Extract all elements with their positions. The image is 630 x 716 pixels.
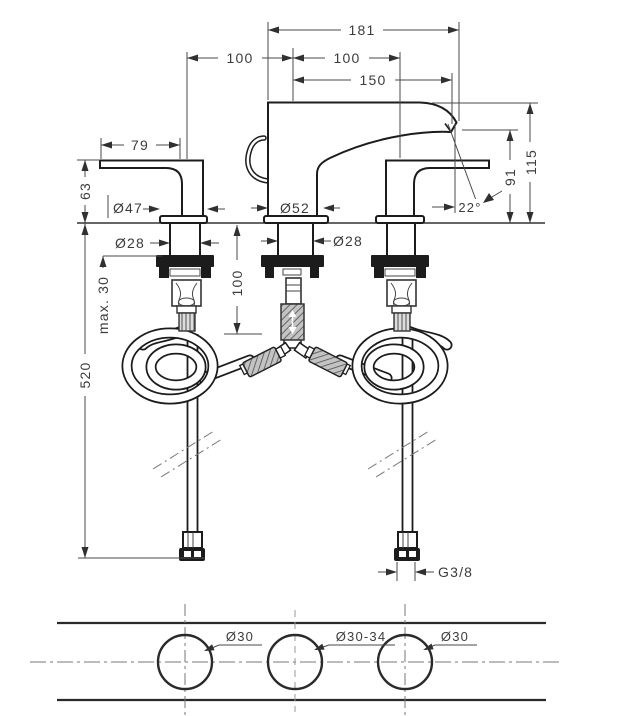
- right-escutcheon: [375, 215, 425, 224]
- left-shank: [169, 222, 201, 257]
- supply-pipes: [186, 334, 414, 532]
- dim-shank-left-diameter: Ø28: [115, 235, 145, 251]
- flexible-hoses: [121, 324, 453, 405]
- supply-connectors: [179, 531, 420, 561]
- pipe-break-marks: [152, 430, 438, 478]
- dim-spacing-right: 100: [334, 50, 361, 66]
- label-backgrounds: [77, 22, 539, 396]
- dim-spout-reach: 150: [360, 72, 387, 88]
- hole-center-diameter-label: Ø30-34: [336, 629, 387, 644]
- left-escutcheon: [159, 215, 208, 224]
- right-handle: [371, 159, 490, 332]
- dim-below-deck-height: 100: [229, 270, 245, 297]
- dim-max-deck-thickness: max. 30: [95, 276, 111, 334]
- dim-spacing-left: 100: [227, 50, 254, 66]
- right-shank: [386, 222, 416, 257]
- spout-escutcheon: [263, 215, 329, 224]
- dimension-labels: 181 100 100 150 79 63 520 max. 30 100 91…: [77, 22, 539, 580]
- spout-shank: [277, 222, 314, 257]
- hole-center: [266, 633, 324, 691]
- hole-left-diameter-label: Ø30: [226, 629, 254, 644]
- dim-overall-width: 181: [349, 22, 376, 38]
- tee-connector: [238, 337, 352, 378]
- dim-shank-center-diameter: Ø28: [333, 233, 363, 249]
- spout: [245, 101, 458, 341]
- hose-nut-right: [308, 346, 348, 378]
- dim-base-left-diameter: Ø47: [113, 200, 143, 216]
- dim-supply-thread: G3/8: [438, 564, 473, 580]
- hole-right-diameter-label: Ø30: [441, 629, 469, 644]
- dim-base-center-diameter: Ø52: [280, 200, 310, 216]
- dimension-arrows: [81, 26, 534, 576]
- left-handle: [99, 159, 214, 332]
- hole-left: [156, 633, 214, 691]
- dim-hose-length: 520: [77, 362, 93, 389]
- spray-angle-line: [447, 123, 481, 212]
- hole-layout-plan-view: Ø30 Ø30-34 Ø30: [30, 604, 560, 716]
- hose-nut-left: [242, 346, 282, 378]
- spout-body: [267, 101, 458, 217]
- hole-right: [376, 633, 434, 691]
- dim-total-height: 115: [523, 149, 539, 175]
- dim-spout-outlet-height: 91: [502, 168, 518, 186]
- dim-spray-angle: 22°: [458, 200, 481, 215]
- dim-handle-height: 63: [77, 182, 93, 200]
- dim-handle-length: 79: [131, 137, 149, 153]
